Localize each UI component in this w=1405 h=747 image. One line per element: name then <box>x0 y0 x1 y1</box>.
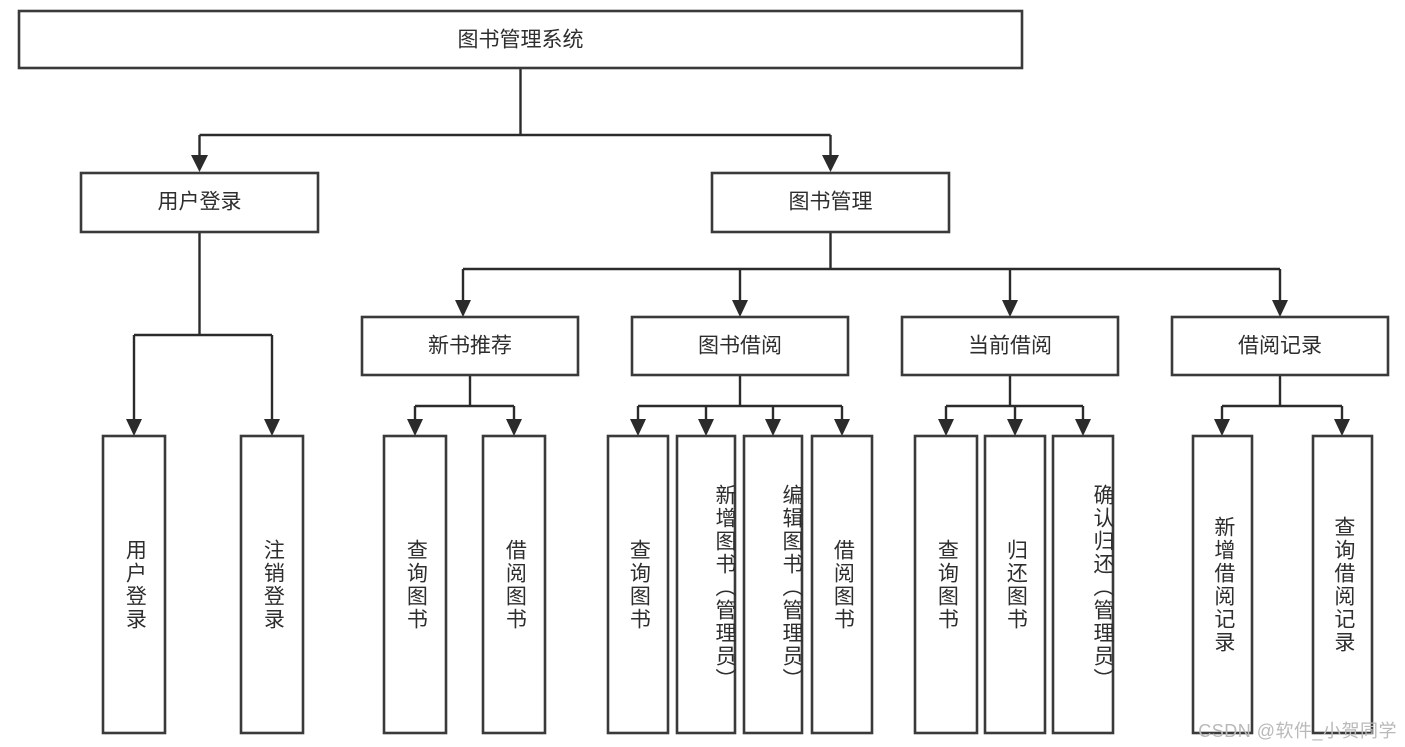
arrow-to-borrow-record <box>1272 300 1288 317</box>
leaf-box-bb-borrow-book[interactable] <box>810 434 874 735</box>
root-box[interactable] <box>17 9 1024 70</box>
arrow-bookborrow-leaf-4 <box>834 419 850 436</box>
borrow-record-box[interactable] <box>1170 315 1390 377</box>
leaf-box-cb-return-book[interactable] <box>983 434 1047 735</box>
leaf-box-bb-add-book[interactable] <box>675 434 737 735</box>
borrow-record-label: 借阅记录 <box>1238 335 1322 358</box>
book-manage-label: 图书管理 <box>789 191 873 214</box>
arrow-bookborrow-leaf-1 <box>630 419 646 436</box>
book-manage-box[interactable] <box>710 171 951 234</box>
leaf-box-logout[interactable] <box>239 434 305 735</box>
arrow-bookborrow-leaf-2 <box>698 419 714 436</box>
arrow-to-book-manage <box>822 155 839 172</box>
arrow-leaf-user-login <box>126 419 142 436</box>
arrow-newbook-leaf-2 <box>506 419 522 436</box>
csdn-watermark: CSDN @软件_小贺同学 <box>1198 721 1397 741</box>
leaf-box-user-login[interactable] <box>101 434 167 735</box>
arrow-to-book-borrow <box>732 300 748 317</box>
new-book-recommend-box[interactable] <box>360 315 580 377</box>
current-borrow-label: 当前借阅 <box>968 335 1052 358</box>
leaf-box-br-query-record[interactable] <box>1311 434 1374 735</box>
arrow-to-current-borrow <box>1002 300 1018 317</box>
leaf-box-bb-edit-book[interactable] <box>742 434 804 735</box>
book-borrow-box[interactable] <box>630 315 850 377</box>
arrow-leaf-logout <box>264 419 280 436</box>
node-new-book-recommend[interactable]: 新书推荐 <box>360 315 580 377</box>
connector-layer <box>126 68 1350 436</box>
arrow-to-user-login <box>191 155 208 172</box>
arrow-bookborrow-leaf-3 <box>765 419 781 436</box>
leaf-box-nbr-query-book[interactable] <box>382 434 448 735</box>
node-root[interactable]: 图书管理系统 <box>17 9 1024 70</box>
leaf-box-nbr-borrow-book[interactable] <box>481 434 547 735</box>
node-book-manage[interactable]: 图书管理 <box>710 171 951 234</box>
leaf-box-br-add-record[interactable] <box>1191 434 1254 735</box>
arrow-currentborrow-leaf-2 <box>1007 419 1023 436</box>
leaf-layer <box>101 434 1374 735</box>
arrow-borrowrecord-leaf-2 <box>1334 419 1350 436</box>
current-borrow-box[interactable] <box>900 315 1120 377</box>
new-book-recommend-label: 新书推荐 <box>428 335 512 358</box>
arrow-currentborrow-leaf-1 <box>938 419 954 436</box>
book-borrow-label: 图书借阅 <box>698 335 782 358</box>
arrow-borrowrecord-leaf-1 <box>1214 419 1230 436</box>
node-current-borrow[interactable]: 当前借阅 <box>900 315 1120 377</box>
node-borrow-record[interactable]: 借阅记录 <box>1170 315 1390 377</box>
user-login-box[interactable] <box>79 171 320 234</box>
arrow-newbook-leaf-1 <box>407 419 423 436</box>
leaf-box-cb-query-book[interactable] <box>913 434 979 735</box>
root-label: 图书管理系统 <box>458 29 584 52</box>
leaf-box-cb-confirm-return[interactable] <box>1051 434 1115 735</box>
arrow-to-new-book-recommend <box>455 300 471 317</box>
leaf-box-bb-query-book[interactable] <box>606 434 670 735</box>
node-user-login[interactable]: 用户登录 <box>79 171 320 234</box>
arrow-currentborrow-leaf-3 <box>1075 419 1091 436</box>
user-login-label: 用户登录 <box>158 191 242 214</box>
node-book-borrow[interactable]: 图书借阅 <box>630 315 850 377</box>
